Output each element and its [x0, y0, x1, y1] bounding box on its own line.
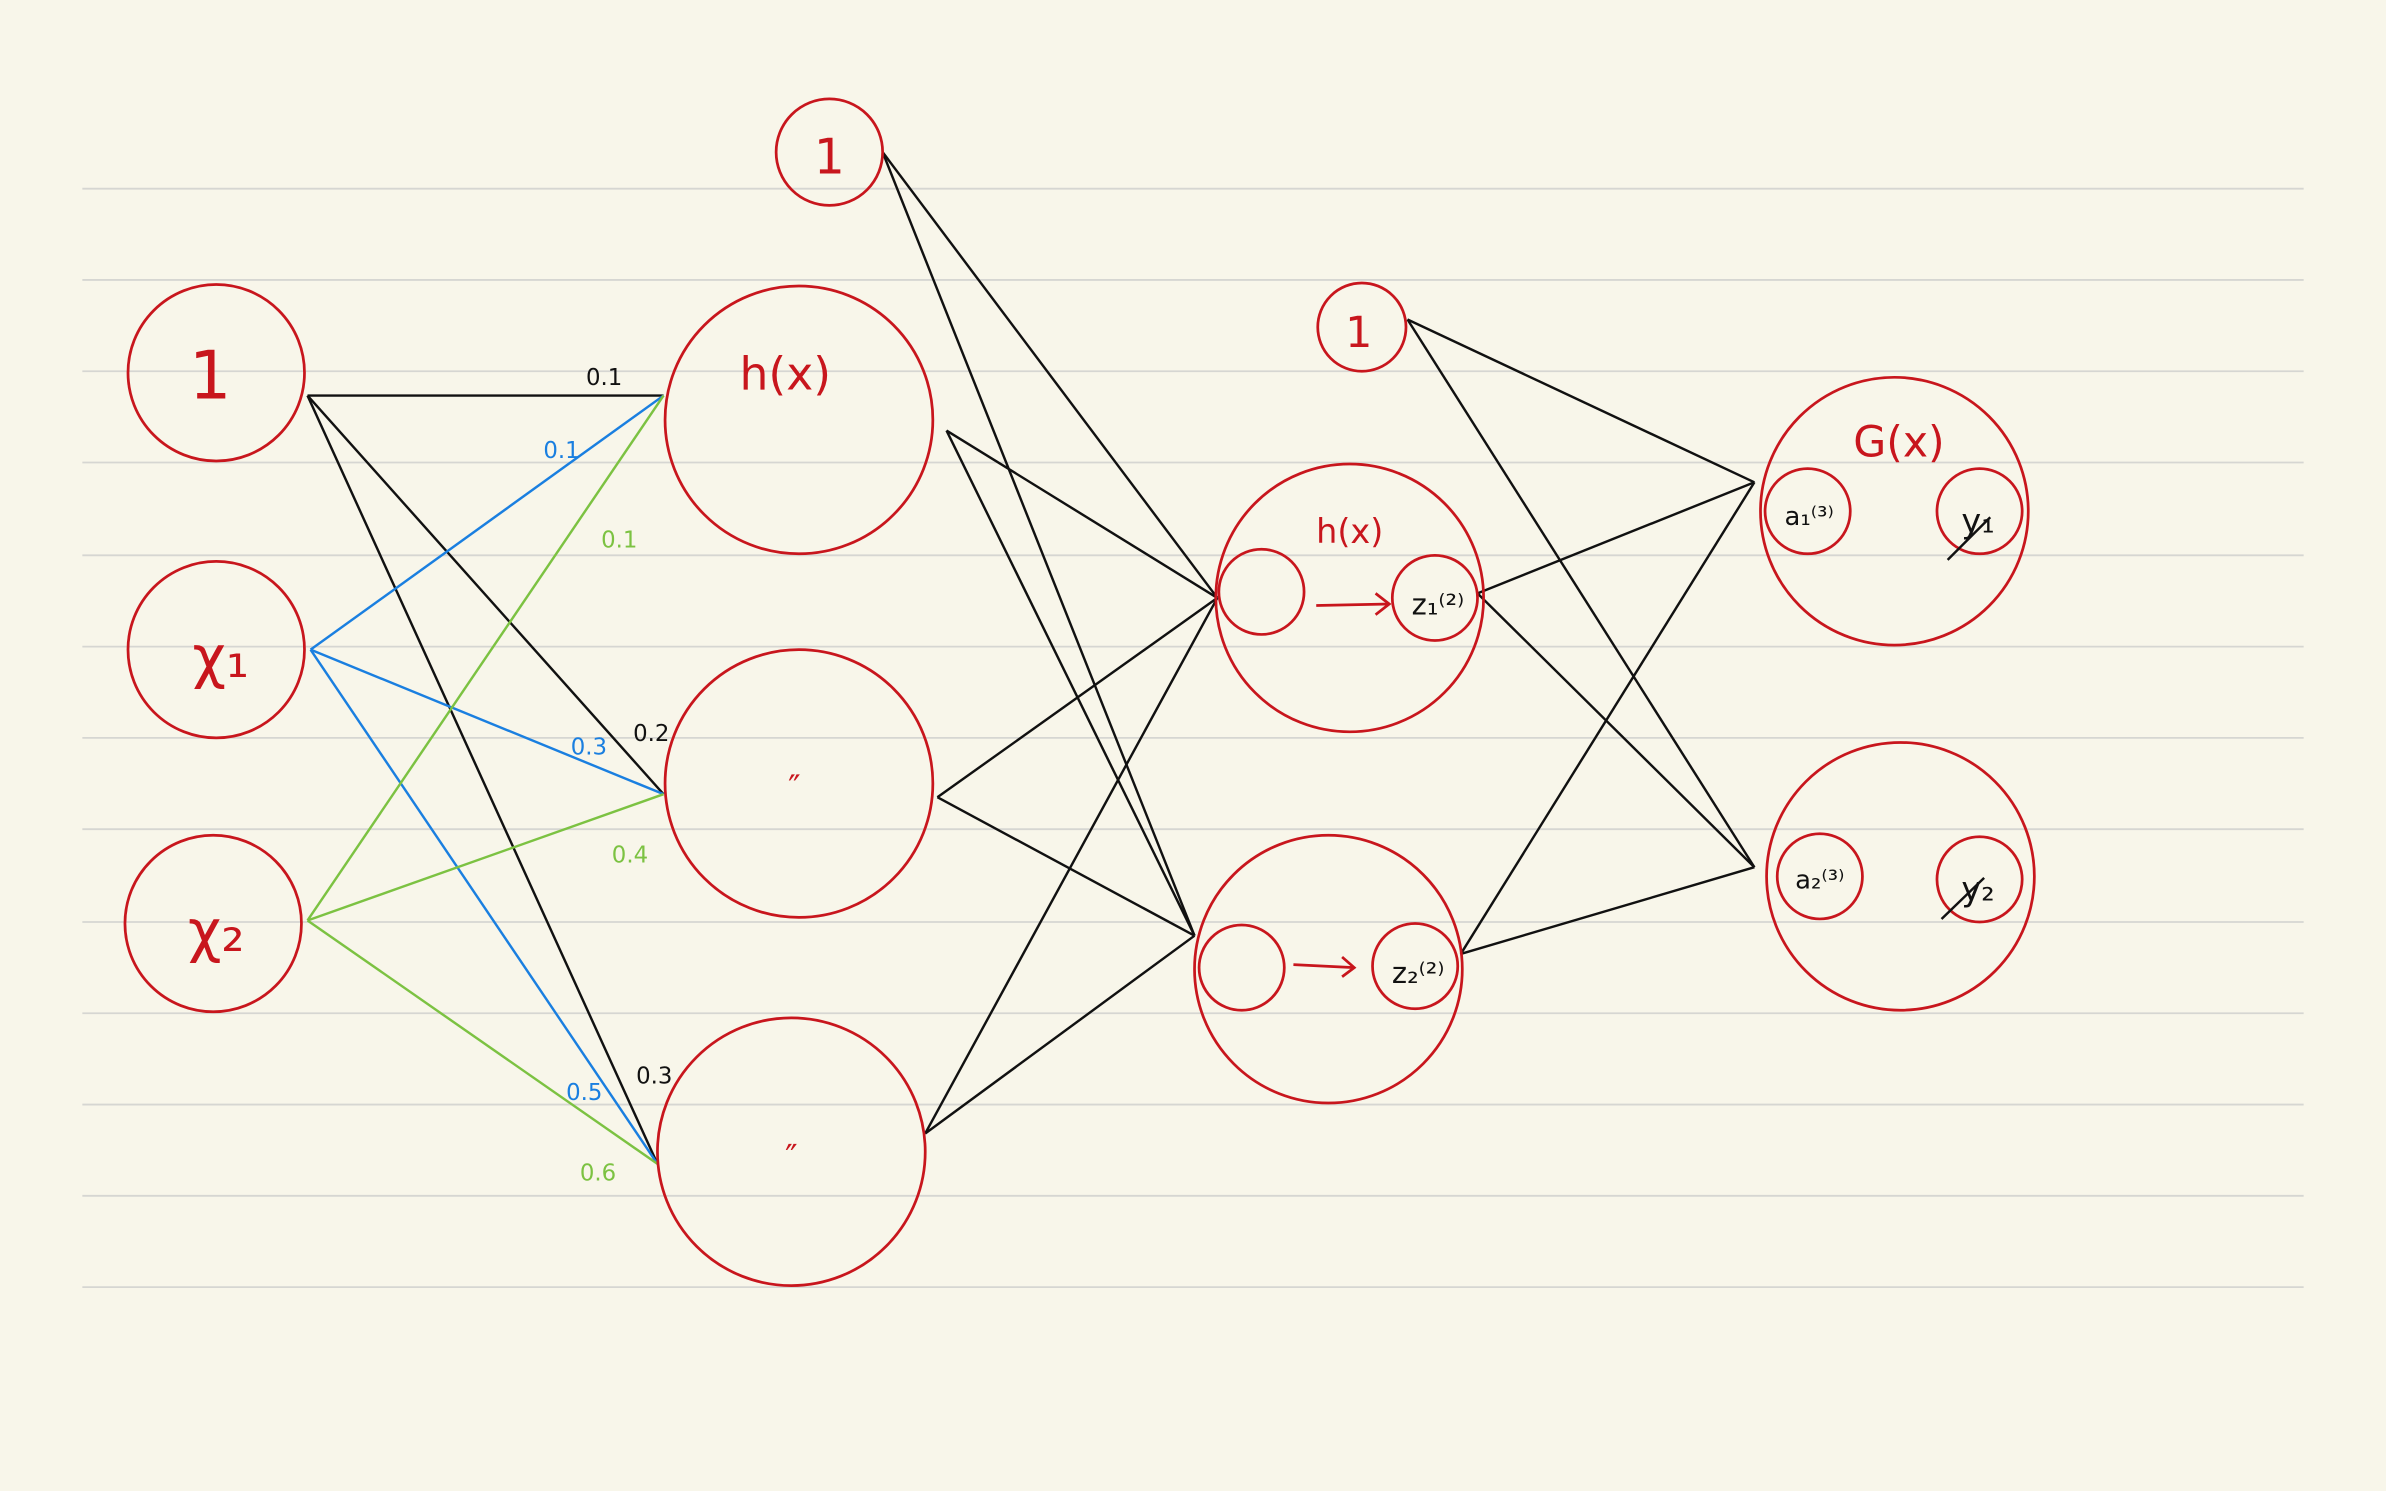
z2-label: z₂⁽²⁾ — [1392, 956, 1445, 990]
hidden2-unit-2-input — [1197, 923, 1286, 1012]
weight-x1-h2: 0.3 — [571, 735, 607, 761]
hidden2-unit-1 — [1214, 462, 1485, 734]
input-x2-label: χ₂ — [188, 897, 245, 965]
hidden1-node-2 — [663, 648, 935, 919]
a1-label: a₁⁽³⁾ — [1785, 502, 1834, 532]
network-edge — [306, 394, 665, 795]
output-a1-node — [1763, 467, 1852, 556]
network-edge — [309, 648, 659, 1165]
network-edge — [924, 934, 1196, 1135]
hidden2-unit-2-z — [1371, 922, 1460, 1011]
network-edge — [309, 394, 665, 651]
input-bias-label: 1 — [189, 337, 232, 415]
network-edge — [1476, 592, 1756, 869]
network-edge — [936, 796, 1196, 937]
hidden2-bias-label: 1 — [1345, 308, 1372, 358]
input-x2-node — [123, 833, 303, 1014]
input-bias-node — [126, 283, 306, 463]
hidden1-bias-label: 1 — [814, 129, 845, 185]
network-edge — [307, 793, 664, 922]
output-y1-node — [1935, 467, 2024, 556]
weight-bias-h1: 0.1 — [586, 365, 622, 391]
network-edge — [306, 395, 659, 1165]
arrow-icon — [1316, 592, 1392, 616]
network-edge — [881, 151, 1196, 937]
network-edge — [1407, 318, 1755, 484]
network-edge — [945, 430, 1196, 937]
network-edge — [945, 429, 1218, 599]
hidden1-node-3 — [656, 1016, 927, 1287]
hidden1-node-2-ditto: ″ — [788, 768, 801, 807]
network-edge — [1459, 481, 1756, 955]
ruled-lines — [82, 187, 2304, 1289]
a2-label: a₂⁽³⁾ — [1795, 866, 1844, 896]
y1-label: y₁ — [1961, 502, 1994, 541]
y2-strike — [1940, 876, 1985, 920]
weight-x2-h2: 0.4 — [612, 843, 648, 869]
output-y2-node — [1935, 835, 2024, 924]
input-x1-label: χ₁ — [193, 623, 250, 691]
hidden2-unit-1-input — [1217, 547, 1306, 636]
network-edge — [924, 597, 1219, 1135]
hidden1-node-1-label: h(x) — [739, 347, 831, 400]
output-unit-1 — [1759, 375, 2030, 647]
hidden1-node-3-ditto: ″ — [785, 1137, 798, 1176]
network-edge — [1460, 866, 1755, 956]
hidden2-unit-1-z — [1390, 553, 1479, 642]
hidden2-bias-node — [1316, 281, 1408, 373]
weight-x1-h1: 0.1 — [543, 438, 579, 464]
arrow-icon — [1293, 955, 1357, 978]
y2-label: y₂ — [1961, 870, 1994, 909]
network-edge — [1406, 318, 1756, 868]
hidden2-unit-1-label: h(x) — [1316, 512, 1383, 551]
network-edge — [936, 596, 1219, 799]
network-edge — [881, 151, 1219, 599]
output-label: G(x) — [1853, 417, 1944, 467]
output-a2-node — [1775, 832, 1864, 921]
z1-label: z₁⁽²⁾ — [1412, 588, 1465, 622]
network-edge — [310, 648, 665, 796]
hidden1-bias-node — [774, 97, 884, 207]
weight-x2-h1: 0.1 — [601, 528, 637, 554]
weight-bias-h2: 0.2 — [633, 721, 669, 747]
output-unit-2 — [1765, 741, 2036, 1012]
weight-x1-h3: 0.5 — [566, 1080, 602, 1106]
input-x1-node — [126, 560, 306, 740]
weight-x2-h3: 0.6 — [580, 1161, 616, 1187]
network-edges — [306, 151, 1756, 1165]
hidden2-unit-2 — [1193, 833, 1464, 1105]
network-edge — [1477, 481, 1755, 595]
y1-strike — [1946, 516, 1992, 561]
hidden1-node-1 — [663, 284, 935, 556]
weight-bias-h3: 0.3 — [636, 1063, 672, 1089]
network-edge — [306, 394, 665, 922]
network-edge — [306, 919, 659, 1165]
